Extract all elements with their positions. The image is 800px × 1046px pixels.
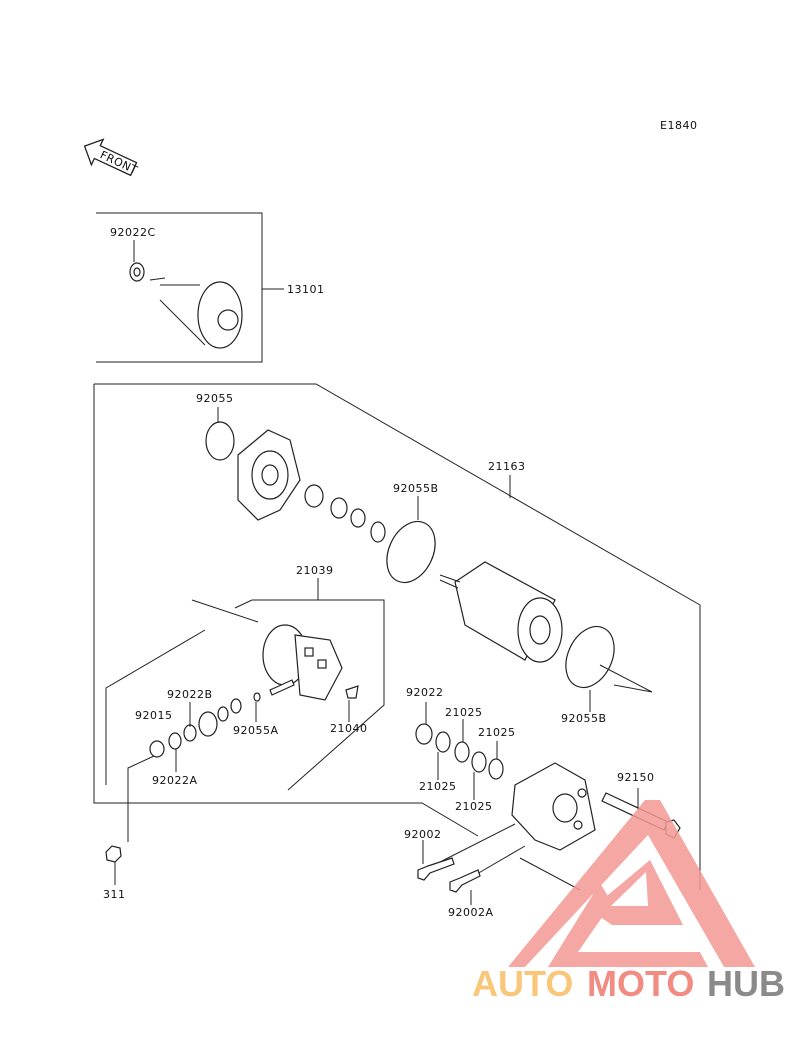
bolt-92002A-part <box>449 869 481 893</box>
label-92055A: 92055A <box>233 724 279 737</box>
label-92002: 92002 <box>404 828 442 841</box>
bolt-92002-part <box>417 857 455 881</box>
automotohub-watermark-logo <box>508 800 755 967</box>
label-92150: 92150 <box>617 771 655 784</box>
label-92022A: 92022A <box>152 774 198 787</box>
label-92022C: 92022C <box>110 226 156 239</box>
motor-yoke-part <box>439 561 563 663</box>
label-92015: 92015 <box>135 709 173 722</box>
label-13101: 13101 <box>287 283 325 296</box>
nut-311-part <box>105 845 122 863</box>
label-92022: 92022 <box>406 686 444 699</box>
motor-assembly-outline <box>93 383 701 890</box>
terminal-nut-part <box>345 685 359 699</box>
watermark-moto: MOTO <box>587 963 694 1004</box>
label-92002A: 92002A <box>448 906 494 919</box>
brush-holder-part <box>262 624 343 701</box>
label-21025-c: 21025 <box>419 780 457 793</box>
brush-holder-outline <box>105 599 385 791</box>
front-arrow-icon: FRONT <box>83 138 140 177</box>
label-311: 311 <box>103 888 126 901</box>
label-21025-b: 21025 <box>478 726 516 739</box>
washers-top <box>304 484 386 543</box>
label-21025-a: 21025 <box>445 706 483 719</box>
label-92022B: 92022B <box>167 688 213 701</box>
label-92055: 92055 <box>196 392 234 405</box>
diagram-code: E1840 <box>660 119 697 132</box>
front-cover-part <box>237 429 301 521</box>
shims-right <box>415 723 504 780</box>
watermark-hub: HUB <box>707 963 785 1004</box>
label-21040: 21040 <box>330 722 368 735</box>
label-92055B-bottom: 92055B <box>561 712 607 725</box>
starter-clutch-box <box>96 212 284 363</box>
front-label: FRONT <box>98 148 140 177</box>
label-92055B-top: 92055B <box>393 482 439 495</box>
label-21163: 21163 <box>488 460 526 473</box>
label-21039: 21039 <box>296 564 334 577</box>
brush-spring-part <box>269 679 295 696</box>
rear-cover-part <box>511 762 596 851</box>
label-21025-d: 21025 <box>455 800 493 813</box>
watermark-auto: AUTO <box>472 963 573 1004</box>
